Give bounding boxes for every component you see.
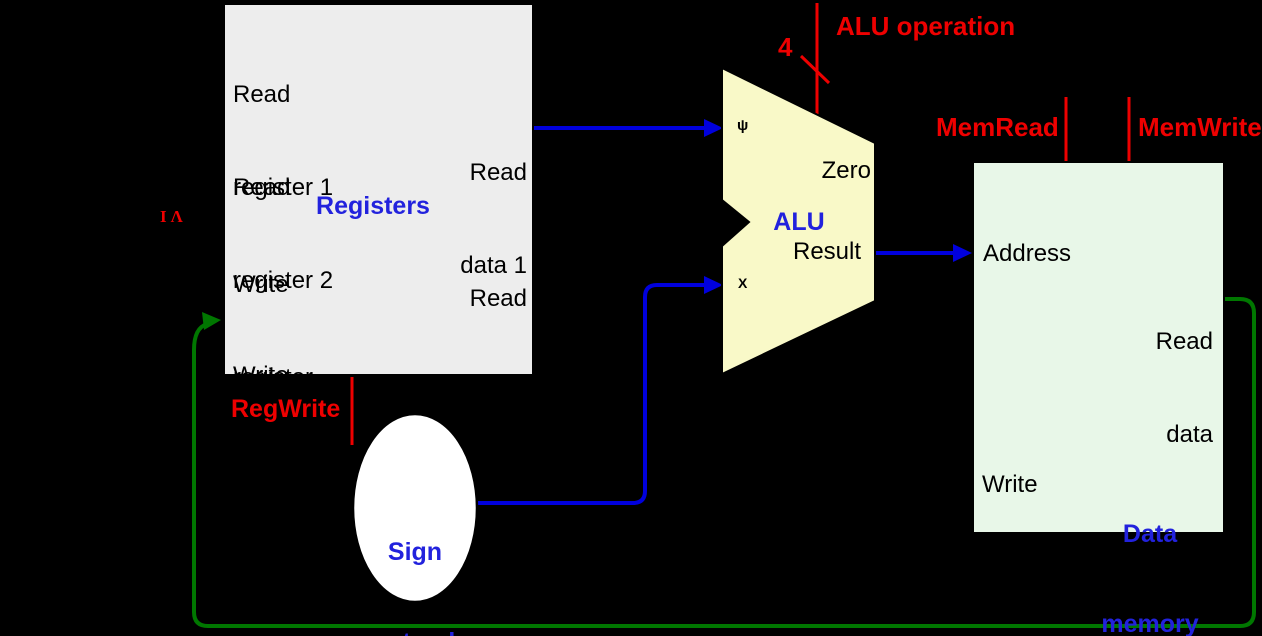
wire-signextend: [476, 283, 706, 505]
wire-writeback-green: [192, 297, 1256, 628]
data-memory-title: Data memory: [1101, 520, 1199, 636]
memwrite-label: MemWrite: [1138, 112, 1262, 142]
bus-width-label: 4: [778, 32, 793, 62]
alu-title: ALU: [773, 208, 825, 236]
wire-arrowhead-writeback: [202, 312, 221, 330]
alu-input-top-glyph: ψ: [737, 117, 749, 134]
wire-arrowhead-result: [953, 244, 972, 262]
read-register-1-label: Read register 1: [233, 81, 334, 201]
registers-write-data-label: Write data: [233, 362, 289, 482]
read-register-2-label: Read register 2: [233, 174, 334, 294]
sign-extend-shape: [351, 412, 479, 604]
alu-input-bottom-glyph: X: [738, 275, 748, 291]
memory-read-data-label: Read data: [1155, 328, 1213, 448]
alu-shape: [721, 66, 876, 376]
read-data-1-label: Read data 1: [460, 159, 527, 279]
registers-title: Registers: [316, 192, 430, 220]
bus-width-slash: [799, 54, 831, 85]
alu-operation-label: ALU operation: [836, 11, 1016, 41]
data-memory-box: [972, 161, 1225, 534]
left-red-artifact-glyphs: IΛ: [160, 207, 187, 226]
write-register-label: Write register: [233, 271, 314, 391]
alu-zero-label: Zero: [821, 157, 871, 184]
wire-arrowhead-signextend: [704, 276, 723, 294]
memread-label: MemRead: [936, 112, 1059, 142]
alu-result-label: Result: [793, 238, 862, 265]
regwrite-label: RegWrite: [231, 395, 341, 423]
sign-extend-title: Sign extend: [375, 538, 456, 636]
memory-write-data-label: Write data: [982, 471, 1038, 591]
read-data-2-label: Read data 2: [460, 285, 527, 405]
registers-box: [223, 3, 534, 376]
wire-arrowhead-readdata1: [704, 119, 723, 137]
address-label: Address: [983, 240, 1072, 267]
